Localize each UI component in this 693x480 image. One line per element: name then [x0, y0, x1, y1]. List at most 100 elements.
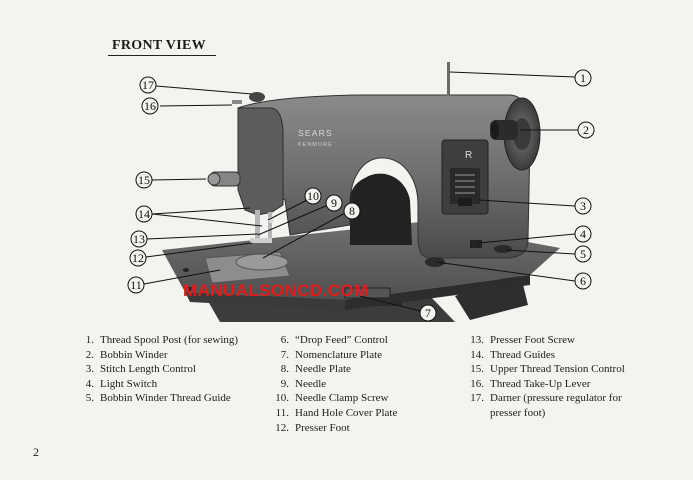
legend-item-label: Stitch Length Control [100, 363, 196, 376]
legend-item-label: Thread Spool Post (for sewing) [100, 334, 239, 346]
legend-item-label: Upper Thread Tension Control [490, 363, 625, 376]
legend-item: 15. Upper Thread Tension Control [470, 362, 630, 377]
svg-text:3: 3 [580, 199, 586, 213]
svg-text:17: 17 [142, 78, 154, 92]
bobbin-winder [490, 120, 518, 140]
drop-feed-control [425, 257, 445, 267]
control-letter: R [465, 150, 472, 161]
legend-item-number: 10. [275, 392, 289, 405]
light-switch [470, 240, 482, 248]
legend-item: 17. Darner (pressure regulator for presse… [470, 391, 630, 420]
legend-item: 2. Bobbin Winder [80, 348, 240, 363]
callout-9: 9 [325, 194, 343, 212]
page-title: FRONT VIEW [112, 38, 206, 53]
callout-12: 12 [129, 249, 147, 267]
callout-16: 16 [141, 97, 159, 115]
legend-item-label: Bobbin Winder Thread Guide [100, 392, 231, 405]
brand-kenmore: KENMORE [298, 142, 333, 148]
legend-item: 8. Needle Plate [275, 362, 425, 377]
svg-text:6: 6 [580, 274, 586, 288]
legend-column-2: 6. “Drop Feed” Control 7. Nomenclature Plat… [275, 333, 425, 435]
legend-item-label: Thread Guides [490, 348, 556, 361]
legend-item: 16. Thread Take-Up Lever [470, 377, 630, 392]
legend-item-number: 17. [470, 392, 484, 405]
darner [249, 92, 265, 102]
stitch-length-panel: R [441, 139, 489, 215]
legend-item: 3. Stitch Length Control [80, 362, 240, 377]
legend-item: 6. “Drop Feed” Control [275, 333, 425, 348]
legend-item-number: 4. [85, 377, 94, 390]
callout-7: 7 [419, 304, 437, 322]
watermark-text: MANUALSONCD.COM [183, 281, 369, 300]
callout-2: 2 [577, 121, 595, 139]
svg-text:1: 1 [580, 71, 586, 85]
legend-item: 5.Bobbin Winder Thread Guide [80, 391, 240, 406]
legend-item-label: Hand Hole Cover Plate [295, 406, 398, 419]
callout-6: 6 [574, 272, 592, 290]
legend-item-number: 1. [85, 334, 94, 346]
legend-item-label: Presser Foot Screw [490, 334, 575, 346]
legend-item: 9. Needle [275, 377, 425, 392]
callout-13: 13 [130, 230, 148, 248]
legend-item-number: 7. [280, 348, 289, 361]
legend-item-number: 6. [280, 334, 289, 346]
callout-1: 1 [574, 69, 592, 87]
legend-item-number: 12. [275, 421, 289, 434]
legend-item: 10. Needle Clamp Screw [275, 391, 425, 406]
svg-text:9: 9 [331, 196, 337, 210]
legend-item: 7. Nomenclature Plate [275, 348, 425, 363]
callout-4: 4 [574, 225, 592, 243]
svg-text:12: 12 [132, 251, 144, 265]
legend-item-number: 14. [470, 348, 484, 361]
legend-item: 4.Light Switch [80, 377, 240, 392]
svg-text:15: 15 [138, 173, 150, 187]
legend-item-label: Needle Clamp Screw [295, 392, 389, 405]
legend-item-label: Bobbin Winder [100, 348, 168, 361]
callout-17: 17 [139, 76, 157, 94]
legend-item-number: 2. [85, 348, 94, 361]
legend-item-number: 11. [275, 406, 289, 419]
callout-10: 10 [304, 187, 322, 205]
svg-text:13: 13 [133, 232, 145, 246]
svg-text:10: 10 [307, 189, 319, 203]
svg-text:2: 2 [583, 123, 589, 137]
legend-item: 14. Thread Guides [470, 348, 630, 363]
callout-leaders [143, 71, 578, 312]
legend-item-label: Needle [295, 377, 327, 390]
legend-item: 12.Presser Foot [275, 421, 425, 436]
needle-assembly [250, 210, 274, 243]
legend-item-label: “Drop Feed” Control [295, 334, 388, 346]
svg-text:14: 14 [138, 207, 150, 221]
page-number: 2 [33, 445, 39, 459]
callout-5: 5 [574, 245, 592, 263]
svg-text:16: 16 [144, 99, 156, 113]
legend-item-label: Darner (pressure regulator for presser f… [490, 392, 622, 419]
callout-15: 15 [135, 171, 153, 189]
legend-item: 1. Thread Spool Post (for sewing) [80, 333, 240, 348]
bobbin-winder-guide [494, 245, 512, 253]
callout-11: 11 [127, 276, 145, 294]
legend-item-label: Nomenclature Plate [295, 348, 383, 361]
svg-text:8: 8 [349, 204, 355, 218]
brand-sears: SEARS [298, 128, 333, 138]
legend-item-number: 16. [470, 377, 484, 390]
legend-item-number: 3. [85, 363, 94, 376]
legend-item: 11. Hand Hole Cover Plate [275, 406, 425, 421]
callout-3: 3 [574, 197, 592, 215]
svg-text:5: 5 [580, 247, 586, 261]
legend-item-number: 8. [280, 363, 289, 376]
svg-text:11: 11 [130, 278, 142, 292]
legend-item-number: 15. [470, 363, 484, 376]
sewing-machine-illustration: R SEARS KENMORE [127, 62, 595, 322]
callout-8: 8 [343, 202, 361, 220]
legend-item-number: 9. [280, 377, 289, 390]
needle-plate [235, 253, 289, 271]
title-underline [108, 55, 216, 56]
legend-column-1: 1. Thread Spool Post (for sewing) 2. Bobbin… [80, 333, 240, 406]
legend-item-label: Thread Take-Up Lever [490, 377, 591, 390]
callout-14: 14 [135, 205, 153, 223]
legend-item-number: 13. [470, 334, 484, 346]
legend-item-label: Needle Plate [295, 363, 351, 376]
